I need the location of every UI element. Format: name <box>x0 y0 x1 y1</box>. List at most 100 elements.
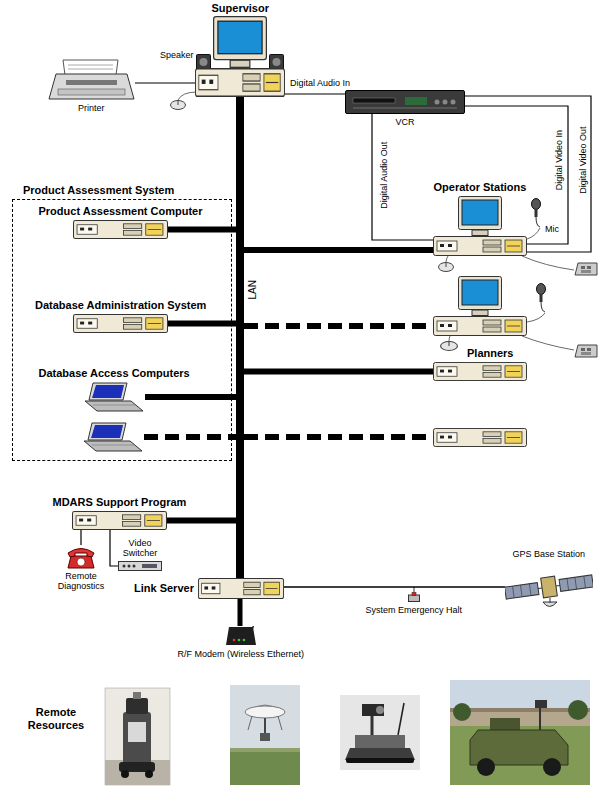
peripherals <box>409 593 420 602</box>
modem-link <box>238 599 243 626</box>
phone: Remote Diagnostics <box>67 545 95 569</box>
lan-link <box>236 97 244 118</box>
robot-photo <box>123 712 151 764</box>
computer-box-icon <box>73 511 167 529</box>
tracked-vehicle-photo <box>340 695 420 770</box>
robot-photo <box>105 760 170 785</box>
dashed-group: Product Assessment SystemProduct Assessm… <box>12 199 232 461</box>
peripherals <box>575 345 597 357</box>
video-switcher: Video Switcher <box>118 561 162 571</box>
vcr-label: VCR <box>396 117 415 127</box>
peripherals <box>449 336 450 341</box>
tracked-vehicle-photo <box>376 706 384 714</box>
vcr: VCR <box>345 90 465 114</box>
supervisor-computer-icon <box>195 17 284 97</box>
computer-box-icon <box>434 362 527 380</box>
field-vehicle-photo <box>450 680 590 785</box>
speaker-label: Speaker <box>160 50 194 60</box>
phone-icon <box>67 545 95 569</box>
lan-link <box>145 394 236 400</box>
robot-photo <box>126 698 148 714</box>
computer-box-label: MDARS Support Program <box>53 496 187 509</box>
dashed-lan-link <box>244 323 433 329</box>
printer-label: Printer <box>78 103 105 113</box>
peripherals <box>446 256 448 262</box>
robot-photo <box>128 722 146 742</box>
peripherals <box>527 228 540 239</box>
tracked-vehicle-photo <box>346 758 414 763</box>
audio-cable <box>285 93 345 94</box>
tracked-vehicle-photo <box>362 704 384 716</box>
terminal-icon <box>85 383 143 411</box>
group-label: Remote Resources <box>23 706 89 731</box>
lan-link <box>236 573 244 578</box>
peripherals <box>84 423 142 451</box>
peripherals <box>537 284 546 313</box>
phone-icon <box>68 549 94 569</box>
signal-label: Digital Audio In <box>289 78 351 88</box>
computer-box-label: Link Server <box>134 582 194 595</box>
computer-box-icon <box>433 362 527 381</box>
tracked-vehicle-photo <box>340 695 420 770</box>
lan-link <box>244 369 433 375</box>
operator-station-icon <box>433 196 527 256</box>
diagnostics-cable <box>80 530 81 545</box>
signal-label: Digital Audio Out <box>379 141 389 210</box>
supervisor-computer-icon <box>195 16 285 97</box>
computer-box-label: Product Assessment Computer <box>39 205 203 218</box>
aerial-photo <box>230 752 300 785</box>
robot-photo <box>105 688 170 785</box>
aerial-photo <box>260 733 270 741</box>
peripherals <box>527 313 545 322</box>
halt-label: System Emergency Halt <box>366 605 463 615</box>
satellite: GPS Base Station <box>505 562 593 612</box>
peripherals <box>532 199 541 228</box>
supervisor-computer-label: Supervisor <box>212 2 269 15</box>
satellite-label: GPS Base Station <box>513 549 586 559</box>
modem-icon <box>226 626 256 646</box>
printer-icon <box>48 58 135 100</box>
signal-label: Digital Video In <box>554 129 564 191</box>
printer-cable <box>135 82 195 83</box>
terminal: Database Access Computers <box>83 382 145 412</box>
gps-link <box>284 586 505 588</box>
signal-label: Digital Video Out <box>577 125 587 194</box>
peripherals <box>414 587 415 593</box>
aerial-photo <box>230 685 300 785</box>
peripherals <box>575 263 597 275</box>
video-switcher-label: Video Switcher <box>117 538 163 559</box>
audio-cable <box>372 114 433 240</box>
robot-photo <box>121 770 129 778</box>
operator-station-label: Operator Stations <box>434 181 527 194</box>
lan-link <box>167 518 236 524</box>
dashed-lan-link <box>244 434 433 440</box>
vcr-icon <box>346 91 465 114</box>
lan-bus: LAN <box>236 118 244 573</box>
switcher-cable <box>110 530 118 566</box>
field-vehicle-photo <box>535 700 547 708</box>
computer-box-icon <box>198 578 284 599</box>
computer-box: MDARS Support Program <box>72 511 167 530</box>
terminal-label: Database Access Computers <box>39 367 190 380</box>
computer-box-icon <box>72 511 167 530</box>
computer-box: Planners <box>433 362 527 381</box>
peripherals <box>522 256 574 270</box>
dashed-group-label: Product Assessment System <box>23 184 174 197</box>
peripherals <box>171 101 186 110</box>
robot-photo <box>133 692 141 699</box>
operator-station-icon <box>434 197 527 256</box>
dashed-lan-link <box>144 434 236 440</box>
tracked-vehicle-photo <box>355 735 405 749</box>
video-switcher-icon <box>119 562 162 571</box>
peripherals <box>434 277 527 336</box>
satellite-icon <box>504 571 594 607</box>
aerial-photo <box>245 706 285 718</box>
video-switcher-icon <box>118 561 162 571</box>
field-vehicle-photo <box>453 703 471 721</box>
mic-label: Mic <box>545 224 559 234</box>
vcr-icon <box>345 90 465 114</box>
computer-box-label: Database Administration System <box>35 299 206 312</box>
robot-photo <box>145 770 153 778</box>
peripherals <box>439 263 454 272</box>
aerial-photo <box>230 685 300 785</box>
